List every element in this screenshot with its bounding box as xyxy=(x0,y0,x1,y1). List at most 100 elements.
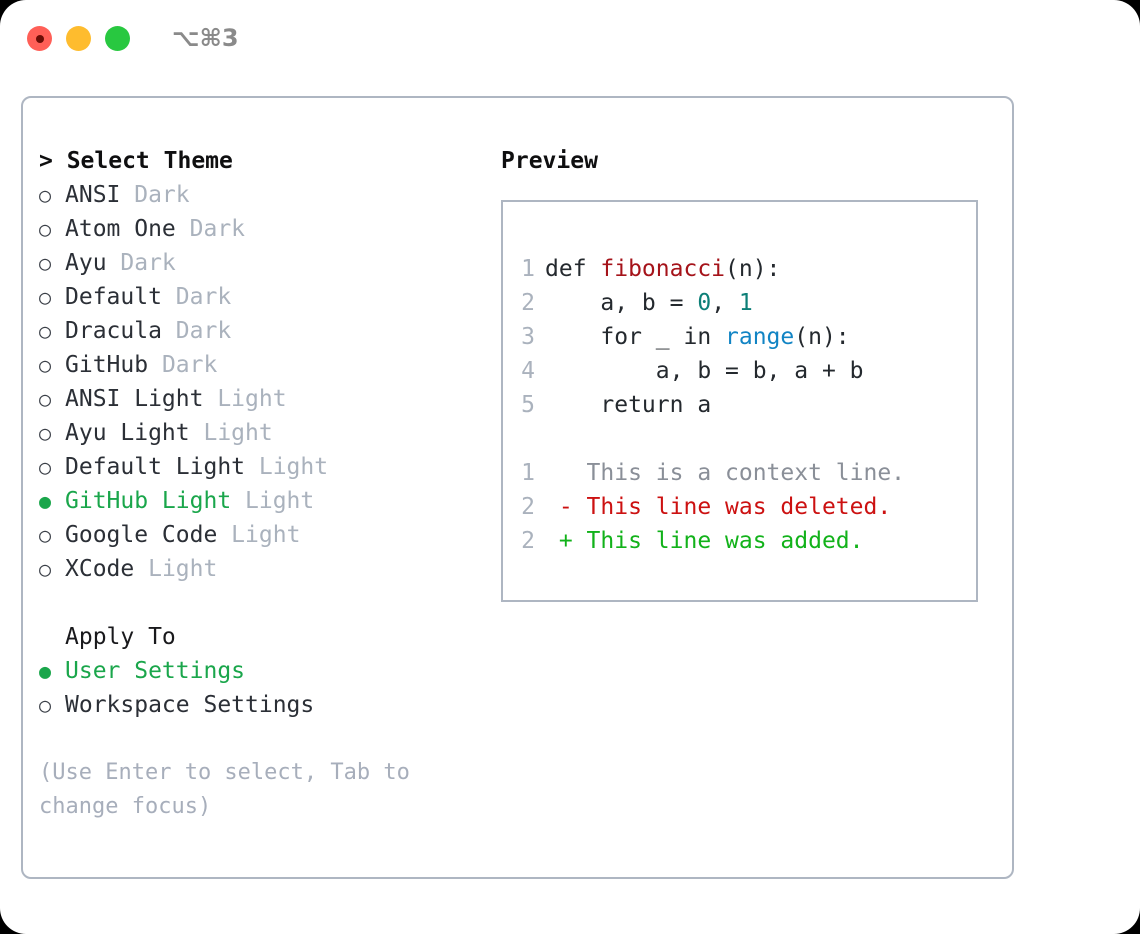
theme-option[interactable]: ○ Dracula Dark xyxy=(39,314,489,348)
code-token: 0 xyxy=(697,290,712,316)
theme-option-kind: Light xyxy=(245,454,329,480)
radio-unselected-icon: ○ xyxy=(39,217,52,241)
radio-unselected-icon: ○ xyxy=(39,319,52,343)
code-token: 1 xyxy=(738,290,753,316)
line-number: 5 xyxy=(521,392,535,418)
minimize-window-button[interactable] xyxy=(66,26,91,51)
code-token: for _ in xyxy=(545,324,726,350)
code-diff-separator xyxy=(503,422,976,456)
theme-option-label: Ayu Light xyxy=(65,420,190,446)
line-number: 2 xyxy=(521,290,535,316)
apply-to-option[interactable]: ○Workspace Settings xyxy=(39,688,489,722)
code-line-text: a, b = b, a + b xyxy=(545,354,864,388)
theme-option[interactable]: ○ GitHub Dark xyxy=(39,348,489,382)
code-line-text: return a xyxy=(545,388,711,422)
code-line: 2 a, b = 0, 1 xyxy=(503,286,976,320)
theme-option-label: Dracula xyxy=(65,318,162,344)
code-token: a, b = xyxy=(545,290,698,316)
radio-unselected-icon: ○ xyxy=(39,387,52,411)
theme-option-label: GitHub xyxy=(65,352,149,378)
theme-option[interactable]: ○ Default Dark xyxy=(39,280,489,314)
theme-option-label: Atom One xyxy=(65,216,176,242)
radio-unselected-icon: ○ xyxy=(39,353,52,377)
preview-title: Preview xyxy=(501,148,598,174)
theme-option-kind: Dark xyxy=(161,284,232,310)
theme-option-label: ANSI Light xyxy=(65,386,204,412)
theme-option-label: XCode xyxy=(65,556,135,582)
theme-option[interactable]: ○ Ayu Dark xyxy=(39,246,489,280)
line-number: 2 xyxy=(521,494,535,520)
theme-option-kind: Dark xyxy=(175,216,246,242)
theme-option[interactable]: ○ ANSI Light Light xyxy=(39,382,489,416)
theme-option-label: ANSI xyxy=(65,182,121,208)
theme-option-label: Google Code xyxy=(65,522,218,548)
code-token: a, b = b, a + b xyxy=(545,358,864,384)
close-window-button[interactable] xyxy=(27,26,52,51)
radio-selected-icon: ● xyxy=(39,489,52,513)
section-spacer xyxy=(39,586,489,620)
diff-line-text: This is a context line. xyxy=(545,460,906,486)
page-title: > Select Theme xyxy=(39,148,233,174)
main-panel: > Select Theme ○ANSI Dark○Atom One Dark○… xyxy=(21,96,1014,879)
radio-selected-icon: ● xyxy=(39,659,52,683)
apply-to-option-label: User Settings xyxy=(65,658,246,684)
code-token: fibonacci xyxy=(600,256,726,282)
code-token: range xyxy=(725,324,795,350)
traffic-light-controls xyxy=(27,26,130,51)
code-line-text: for _ in range(n): xyxy=(545,320,850,354)
theme-option[interactable]: ○Google Code Light xyxy=(39,518,489,552)
theme-option[interactable]: ○ XCode Light xyxy=(39,552,489,586)
line-number: 1 xyxy=(521,256,535,282)
diff-line: 1 This is a context line. xyxy=(503,456,976,490)
theme-option-kind: Dark xyxy=(148,352,218,378)
code-line: 4 a, b = b, a + b xyxy=(503,354,976,388)
code-token: return a xyxy=(545,392,712,418)
code-token: (n): xyxy=(725,256,781,282)
line-number: 1 xyxy=(521,460,535,486)
radio-unselected-icon: ○ xyxy=(39,557,52,581)
theme-option[interactable]: ● GitHub Light Light xyxy=(39,484,489,518)
diff-line: 2 - This line was deleted. xyxy=(503,490,976,524)
code-line-text: a, b = 0, 1 xyxy=(545,286,753,320)
theme-option-kind: Light xyxy=(203,386,287,412)
code-line-text: def fibonacci(n): xyxy=(545,252,780,286)
code-line: 1 def fibonacci(n): xyxy=(503,252,976,286)
theme-option-kind: Dark xyxy=(106,250,176,276)
radio-unselected-icon: ○ xyxy=(39,455,52,479)
keyboard-shortcut-label: ⌥⌘3 xyxy=(172,24,239,52)
radio-unselected-icon: ○ xyxy=(39,421,52,445)
theme-option-kind: Light xyxy=(134,556,218,582)
diff-line-text: - This line was deleted. xyxy=(545,494,892,520)
theme-option-kind: Dark xyxy=(161,318,232,344)
apply-to-title: Apply To xyxy=(65,624,176,650)
line-number: 4 xyxy=(521,358,535,384)
diff-line-text: + This line was added. xyxy=(545,528,864,554)
theme-option[interactable]: ○Default Light Light xyxy=(39,450,489,484)
apply-to-option-label: Workspace Settings xyxy=(65,692,315,718)
diff-line: 2 + This line was added. xyxy=(503,524,976,558)
title-bar: ⌥⌘3 xyxy=(0,0,1140,78)
radio-unselected-icon: ○ xyxy=(39,285,52,309)
theme-option-label: Default xyxy=(65,284,162,310)
apply-to-option[interactable]: ● User Settings xyxy=(39,654,489,688)
maximize-window-button[interactable] xyxy=(105,26,130,51)
line-number: 3 xyxy=(521,324,535,350)
theme-option-label: GitHub Light xyxy=(65,488,232,514)
theme-picker-column: > Select Theme ○ANSI Dark○Atom One Dark○… xyxy=(39,144,489,824)
code-line: 3 for _ in range(n): xyxy=(503,320,976,354)
theme-option-kind: Light xyxy=(231,488,315,514)
code-token: (n): xyxy=(794,324,850,350)
theme-option-kind: Dark xyxy=(120,182,190,208)
code-line: 5 return a xyxy=(503,388,976,422)
diff-sample: 1 This is a context line.2 - This line w… xyxy=(503,456,976,558)
theme-option[interactable]: ○ Atom One Dark xyxy=(39,212,489,246)
radio-unselected-icon: ○ xyxy=(39,251,52,275)
theme-option[interactable]: ○ANSI Dark xyxy=(39,178,489,212)
theme-option[interactable]: ○Ayu Light Light xyxy=(39,416,489,450)
theme-option-label: Ayu xyxy=(65,250,107,276)
radio-unselected-icon: ○ xyxy=(39,523,52,547)
